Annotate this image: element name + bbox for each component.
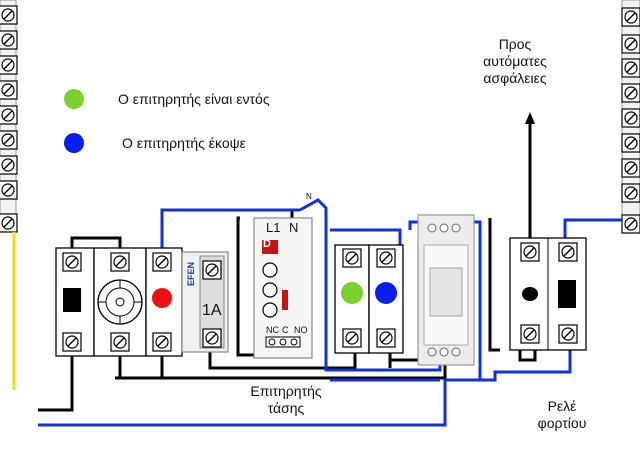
voltage-monitor	[253, 217, 313, 359]
to-breakers-line-2: αυτόματες	[483, 53, 547, 69]
contactor-module	[417, 214, 475, 366]
blue-lamp-module	[368, 244, 404, 354]
fuse-module	[181, 251, 229, 353]
left-terminal-strip	[0, 0, 18, 233]
monitor-logo: D	[263, 238, 271, 250]
red-lamp-module	[145, 247, 183, 357]
monitor-terminal-no: NO	[294, 325, 308, 335]
to-breakers-line-1: Προς	[498, 36, 532, 52]
breaker-module	[55, 247, 95, 357]
load-relay-line-1: Ρελέ	[547, 398, 577, 414]
monitor-line-1: Επιτηρητής	[250, 383, 322, 399]
load-relay-label: Ρελέ φορτίου	[522, 398, 602, 432]
to-breakers-label: Προς αυτόματες ασφάλειες	[470, 36, 560, 87]
arrow-up	[525, 112, 535, 124]
monitor-terminal-c: C	[282, 325, 289, 335]
legend-green-text: Ο επιτηρητής είναι εντός	[118, 91, 270, 107]
red-lamp	[152, 288, 172, 308]
green-lamp-module	[334, 244, 370, 354]
legend-blue-dot	[64, 133, 84, 153]
monitor-label: Επιτηρητής τάσης	[236, 383, 336, 417]
to-breakers-line-3: ασφάλειες	[483, 70, 547, 86]
rotary-module	[93, 247, 147, 357]
blue-lamp	[375, 282, 397, 304]
load-relay-line-2: φορτίου	[537, 415, 587, 431]
wire-tag-n: N	[306, 192, 312, 201]
monitor-terminal-l1: L1	[266, 220, 281, 235]
fuse-brand: EFEN	[186, 262, 196, 287]
monitor-terminal-nc: NC	[266, 325, 279, 335]
green-lamp	[341, 282, 363, 304]
fuse-rating: 1A	[202, 302, 222, 319]
load-relay-module	[509, 237, 587, 351]
right-terminal-strip	[621, 0, 640, 234]
legend-green-dot	[64, 89, 84, 109]
monitor-line-2: τάσης	[267, 400, 305, 416]
monitor-terminal-n: N	[289, 220, 299, 235]
legend-blue-text: Ο επιτηρητής έκοψε	[122, 135, 246, 151]
